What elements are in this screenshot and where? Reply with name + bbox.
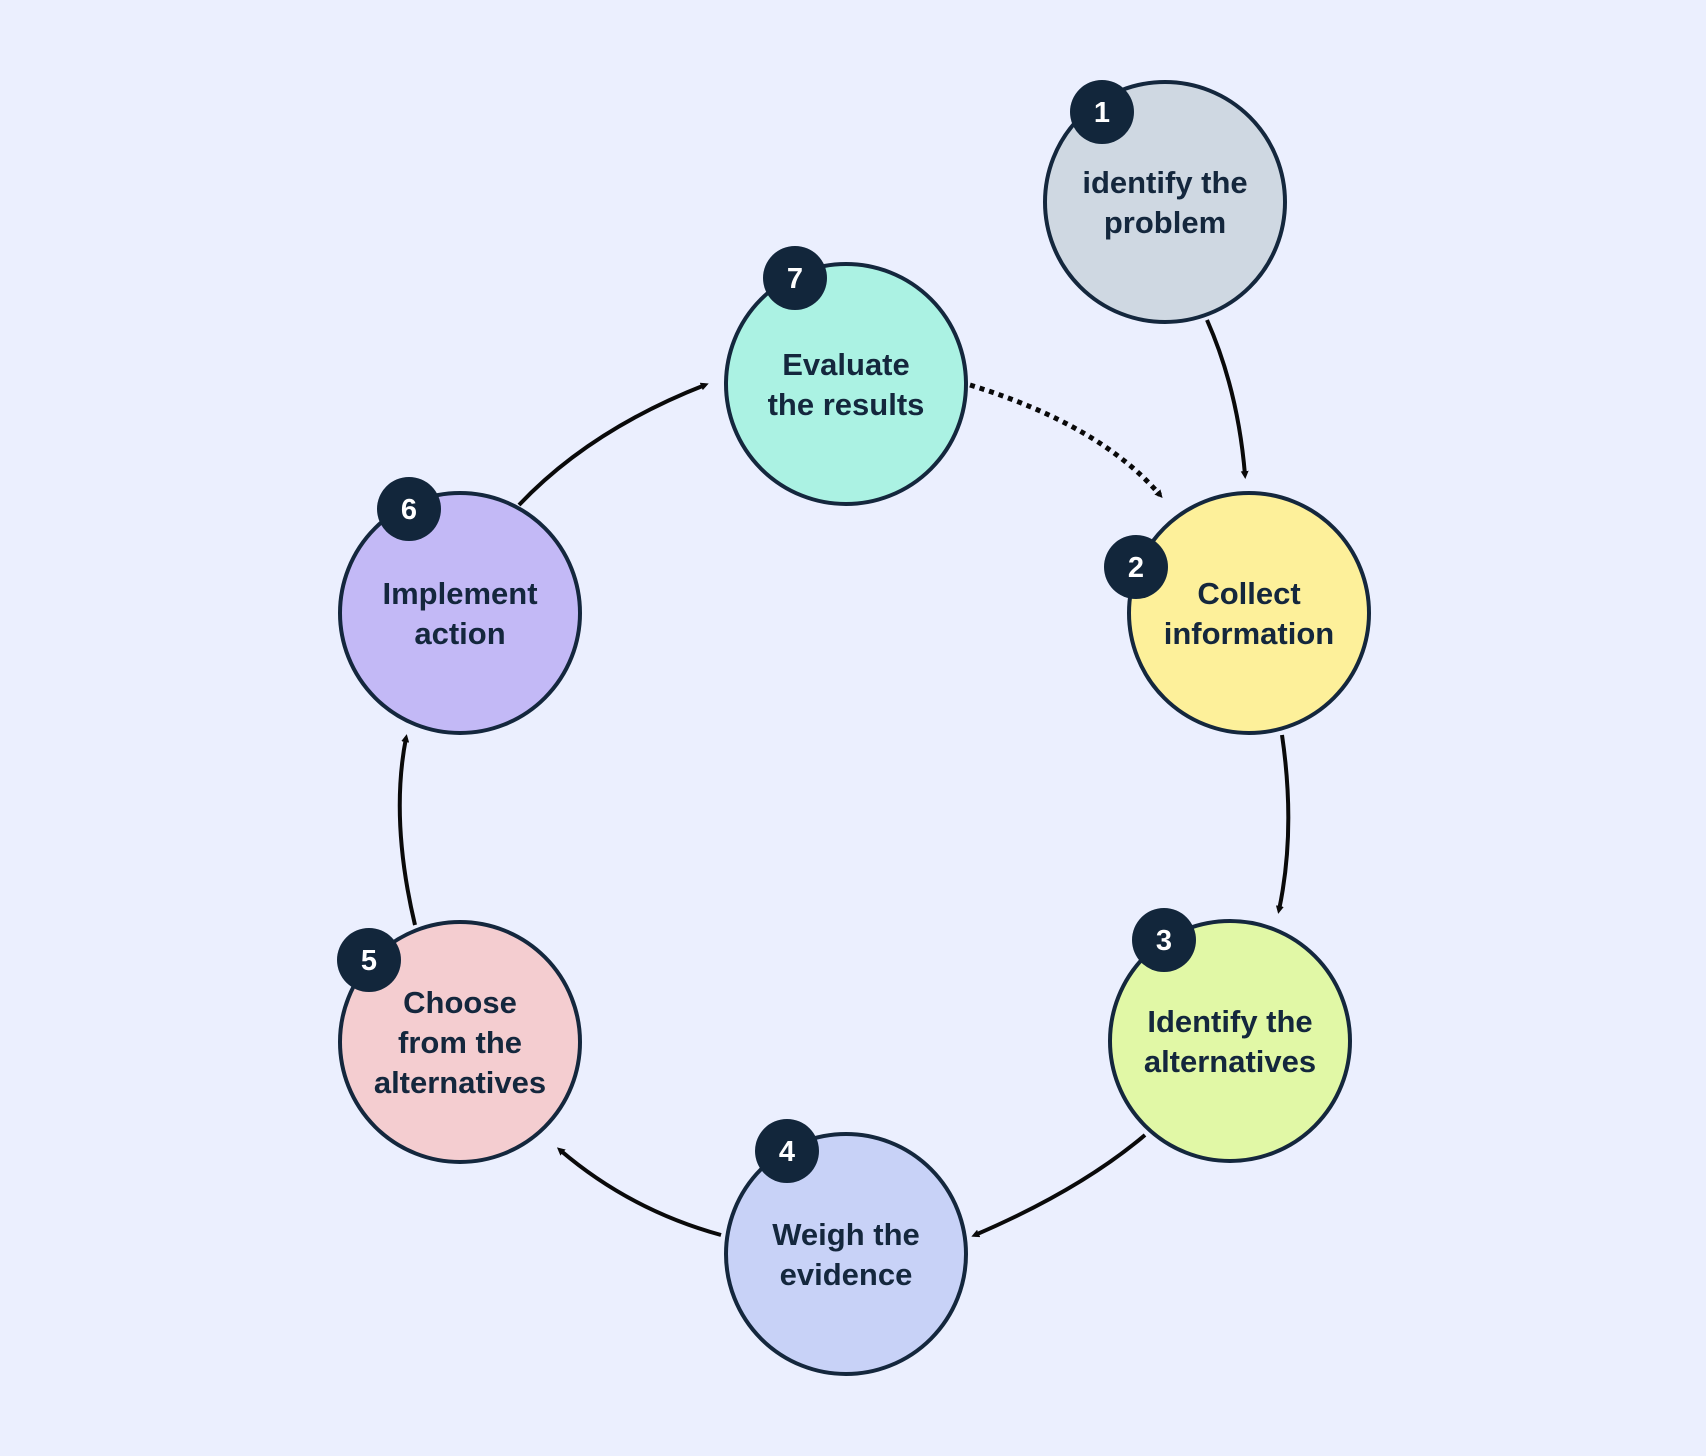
step-node-1: identify the problem 1: [1043, 80, 1287, 324]
arrow-5-to-6: [397, 734, 417, 926]
step-number: 7: [787, 263, 803, 295]
arrow-2-to-3: [1275, 734, 1291, 914]
connections: [397, 319, 1291, 1238]
step-node-3: Identify the alternatives 3: [1108, 908, 1352, 1163]
step-circle: [1108, 919, 1352, 1163]
step-number: 4: [779, 1136, 795, 1168]
step-label-line: information: [1164, 616, 1335, 651]
step-number-badge: [1132, 908, 1196, 972]
step-label-line: problem: [1104, 205, 1226, 240]
step-label-line: Implement: [382, 576, 537, 611]
step-label-line: from the: [398, 1025, 522, 1060]
step-label-line: Weigh the: [772, 1217, 920, 1252]
steps: identify theproblem1Collectinformation2I…: [337, 80, 1371, 1376]
step-label-line: evidence: [780, 1257, 913, 1292]
step-label-line: identify the: [1082, 165, 1247, 200]
step-label-line: alternatives: [374, 1065, 546, 1100]
step-number: 3: [1156, 925, 1172, 957]
step-circle: [1127, 491, 1371, 735]
step-label-line: Identify the: [1147, 1004, 1312, 1039]
step-number-badge: [337, 928, 401, 992]
step-circle: [338, 920, 582, 1164]
step-label-line: Evaluate: [782, 347, 910, 382]
step-number: 2: [1128, 552, 1144, 584]
step-label-line: Choose: [403, 985, 517, 1020]
arrow-7-to-2: [969, 382, 1163, 499]
step-node-6: Implement action 6: [338, 477, 582, 735]
step-label-line: the results: [768, 387, 925, 422]
step-number: 5: [361, 945, 377, 977]
step-label-line: action: [414, 616, 505, 651]
step-number: 6: [401, 494, 417, 526]
step-node-4: Weigh the evidence 4: [724, 1119, 968, 1376]
step-number-badge: [1104, 535, 1168, 599]
step-number-badge: [755, 1119, 819, 1183]
step-label-line: alternatives: [1144, 1044, 1316, 1079]
arrow-6-to-7: [517, 382, 709, 507]
step-node-2: Collect information 2: [1104, 491, 1371, 735]
step-number: 1: [1094, 97, 1110, 129]
step-number-badge: [377, 477, 441, 541]
step-number-badge: [763, 246, 827, 310]
step-circle: [724, 262, 968, 506]
step-label-line: Collect: [1197, 576, 1300, 611]
step-circle: [338, 491, 582, 735]
arrow-3-to-4: [971, 1133, 1147, 1238]
step-node-7: Evaluate the results 7: [724, 246, 968, 506]
step-number-badge: [1070, 80, 1134, 144]
step-circle: [724, 1132, 968, 1376]
step-node-5: Choose from the alternatives 5: [337, 920, 582, 1164]
arrow-1-to-2: [1205, 319, 1249, 479]
arrow-4-to-5: [556, 1147, 722, 1237]
